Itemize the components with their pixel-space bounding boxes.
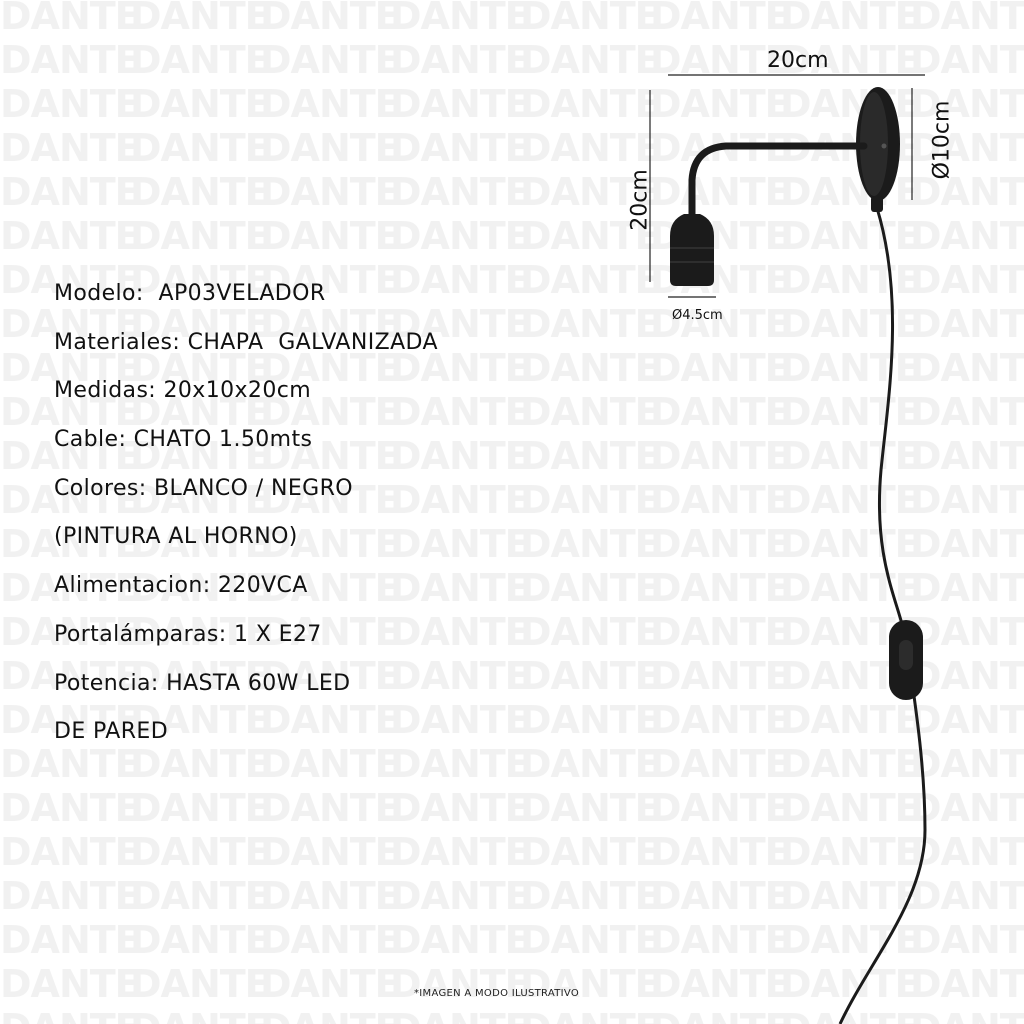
- power-cable: [838, 207, 927, 1024]
- spec-list: Modelo: AP03VELADOR Materiales: CHAPA GA…: [54, 276, 438, 763]
- cable-switch-button: [899, 640, 913, 670]
- illustrative-footnote: *IMAGEN A MODO ILUSTRATIVO: [414, 988, 580, 999]
- lamp-arm: [688, 142, 868, 220]
- spec-measures: Medidas: 20x10x20cm: [54, 378, 312, 404]
- plate-diameter-label: Ø10cm: [929, 100, 955, 180]
- socket-diameter-label: Ø4.5cm: [672, 308, 723, 323]
- spec-type: DE PARED: [54, 719, 169, 745]
- spec-power-supply: Alimentacion: 220VCA: [54, 573, 308, 599]
- spec-model: Modelo: AP03VELADOR: [54, 281, 326, 306]
- cable-grommet: [871, 196, 883, 212]
- plate-screw: [881, 143, 887, 149]
- width-dimension-label: 20cm: [767, 48, 829, 73]
- wall-plate-rim: [860, 92, 888, 196]
- spec-cable: Cable: CHATO 1.50mts: [54, 427, 313, 453]
- spec-socket: Portalámparas: 1 X E27: [54, 621, 322, 647]
- height-dimension-label: 20cm: [627, 169, 653, 231]
- spec-materials: Materiales: CHAPA GALVANIZADA: [54, 329, 438, 355]
- spec-colors-note: (PINTURA AL HORNO): [54, 524, 298, 550]
- lamp-socket: [670, 214, 714, 286]
- spec-colors: Colores: BLANCO / NEGRO: [54, 475, 354, 501]
- spec-wattage: Potencia: HASTA 60W LED: [54, 670, 351, 696]
